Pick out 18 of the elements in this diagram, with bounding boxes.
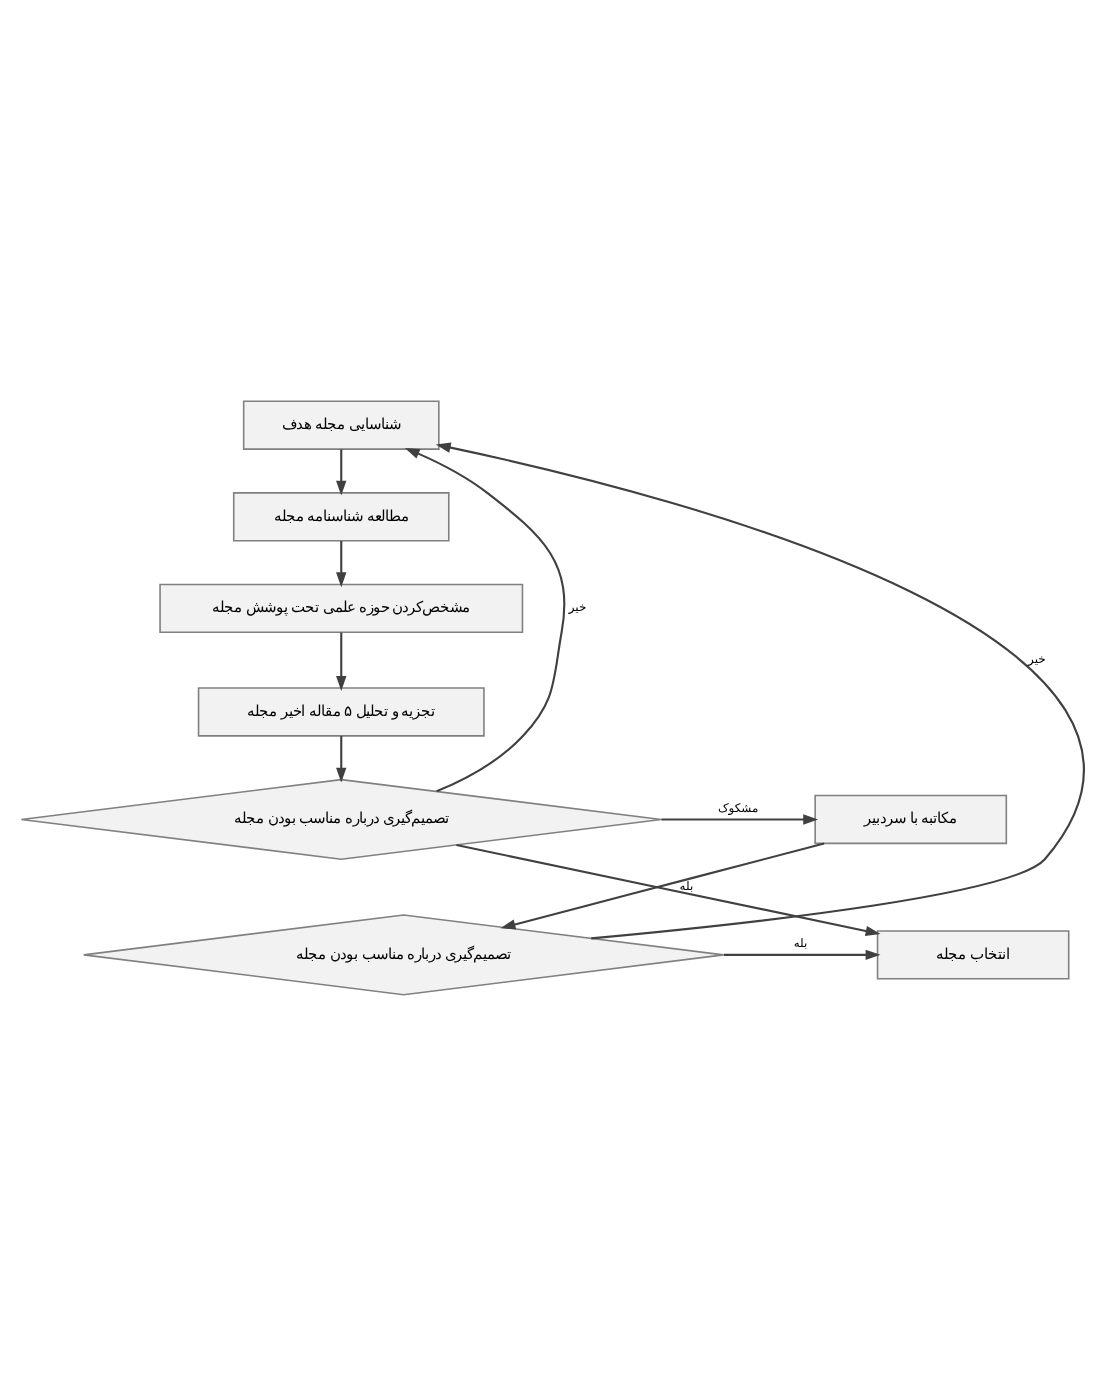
node-diamond: تصمیم‌گیری درباره مناسب بودن مجله [82,913,725,995]
arrow [723,948,881,960]
arrow [336,735,347,782]
arrow [435,441,1084,939]
node-box: شناسایی مجله هدف [242,399,440,449]
arrow [500,841,825,929]
arrow [336,631,347,691]
node-box: مشخص‌کردن حوزه علمی تحت پوشش مجله [159,582,524,633]
arrow [336,540,347,587]
node-box: انتخاب مجله [876,929,1070,979]
node-box: مکاتبه با سردبیر [814,793,1008,844]
arrow [661,813,819,824]
node-box: مطالعه شناسنامه مجله [232,491,450,541]
arrow [336,448,347,495]
node-diamond: تصمیم‌گیری درباره مناسب بودن مجله [20,777,662,860]
arrow [404,446,566,792]
arrow [456,842,881,936]
node-box: تجزیه و تحلیل ۵ مقاله اخیر مجله [197,686,485,736]
